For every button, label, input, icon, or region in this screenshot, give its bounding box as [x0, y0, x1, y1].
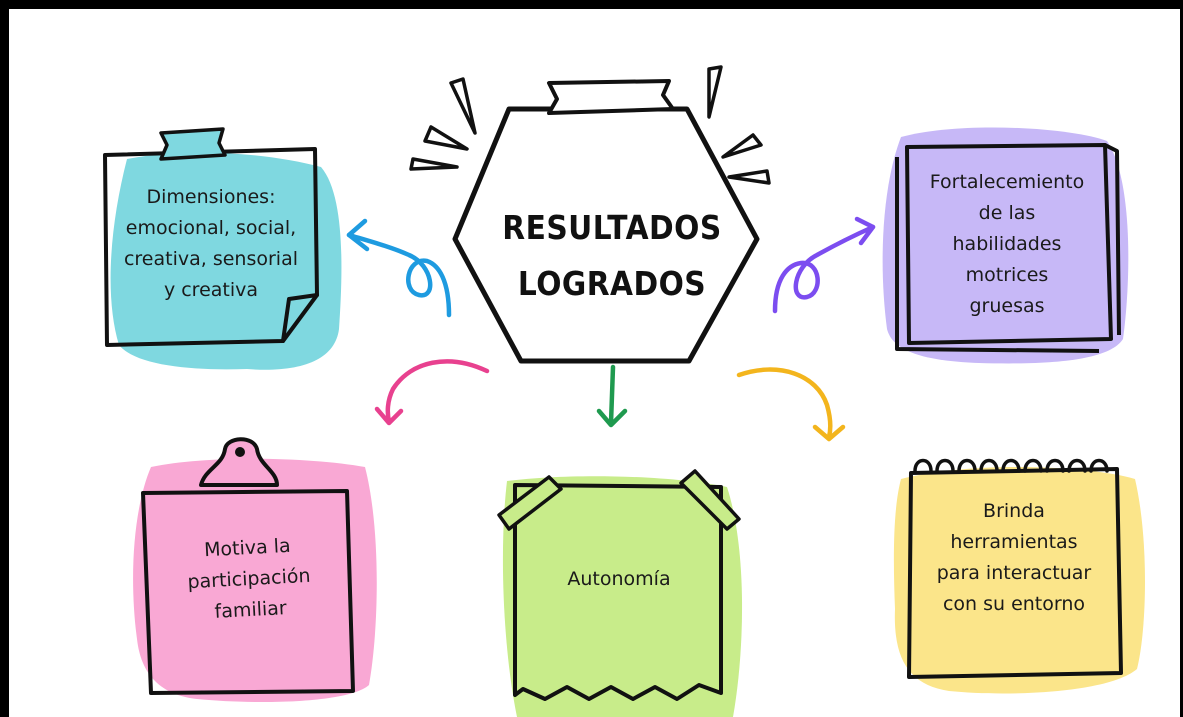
note-brinda-text: Brinda herramientas para interactuar con… — [936, 500, 1092, 615]
hexagon-tape — [547, 79, 675, 115]
green-note-tapes — [497, 469, 741, 531]
arrow-violet — [772, 216, 876, 314]
purple-note — [895, 143, 1121, 353]
purple-blob — [882, 127, 1129, 364]
green-blob — [502, 476, 743, 717]
pink-blob — [133, 458, 377, 703]
note-autonomia-text: Autonomía — [567, 567, 671, 590]
arrow-yellow — [736, 367, 846, 442]
note-motiva-text: Motiva la participación familiar — [186, 534, 311, 623]
teal-blob — [110, 152, 342, 370]
arrow-green — [596, 364, 628, 428]
center-hexagon — [452, 106, 760, 364]
center-title: RESULTADOS LOGRADOS — [482, 181, 743, 331]
clip-icon — [199, 437, 279, 487]
note-dimensiones-text: Dimensiones: emocional, social, creativa… — [123, 186, 299, 301]
arrow-pink — [374, 359, 490, 426]
arrow-blue — [346, 218, 452, 318]
teal-note-tape — [159, 127, 227, 161]
yellow-blob — [893, 466, 1145, 694]
teal-note — [103, 147, 319, 347]
center-title-line2: LOGRADOS — [517, 264, 707, 303]
spiral-binding-icon — [913, 458, 1109, 473]
pink-note — [141, 489, 355, 695]
green-note — [513, 483, 723, 701]
center-title-line1: RESULTADOS — [502, 208, 722, 247]
note-fortalecimiento-text: Fortalecemiento de las habilidades motri… — [929, 170, 1085, 317]
emphasis-marks — [409, 65, 771, 185]
diagram-artwork — [103, 65, 1145, 717]
